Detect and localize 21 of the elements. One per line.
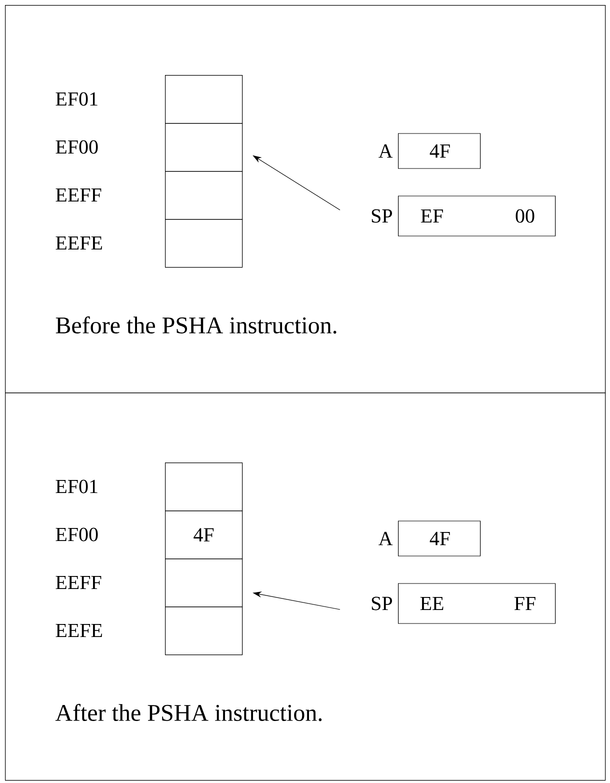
register-box: EE FF bbox=[398, 583, 556, 624]
node-label: FF bbox=[514, 596, 536, 610]
address-label: EEFF bbox=[56, 576, 102, 590]
address-label: EF01 bbox=[56, 92, 98, 106]
address-label: EEFF bbox=[56, 188, 102, 202]
address-label: EEFE bbox=[56, 236, 102, 250]
node-label: EE bbox=[420, 596, 444, 610]
register-label: A bbox=[378, 144, 393, 158]
address-label: EF00 bbox=[56, 140, 98, 154]
register-label: SP bbox=[372, 596, 392, 610]
address-label: EF00 bbox=[56, 528, 98, 542]
register-box: 4F bbox=[398, 520, 481, 556]
register-box: 4F bbox=[398, 133, 481, 169]
register-box: EF 00 bbox=[398, 196, 556, 236]
node-label: 00 bbox=[516, 209, 534, 223]
node-label: EF bbox=[420, 209, 443, 223]
register-label: A bbox=[378, 532, 393, 546]
memory-cell: 4F bbox=[165, 510, 243, 560]
register-label: SP bbox=[372, 209, 392, 223]
address-label: EEFE bbox=[56, 624, 102, 638]
address-label: EF01 bbox=[56, 480, 98, 494]
